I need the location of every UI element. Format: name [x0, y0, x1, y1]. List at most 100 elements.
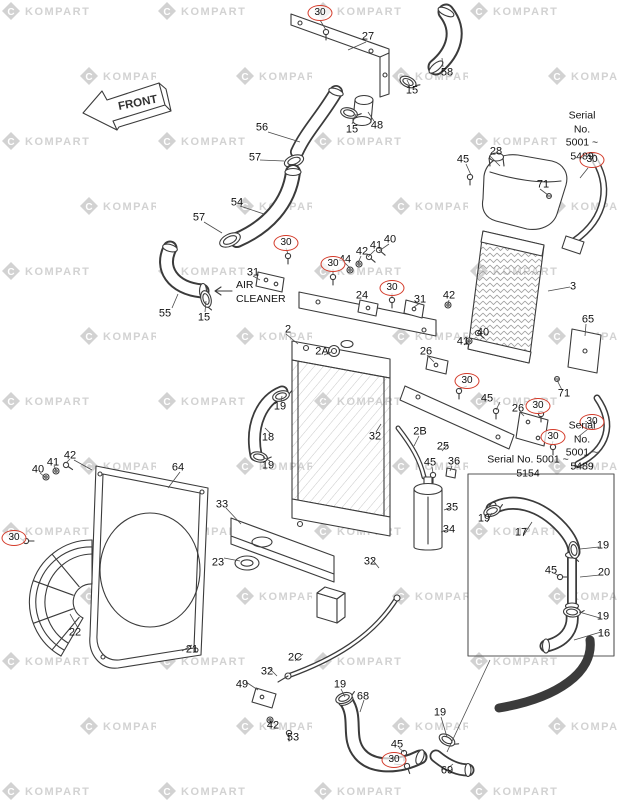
part-callout-45: 45 — [390, 738, 404, 751]
part-callout-42: 42 — [266, 719, 280, 732]
ring-57-lower — [219, 232, 241, 248]
part-callout-42: 42 — [355, 245, 369, 258]
strap-lower — [515, 394, 611, 468]
bracket-49 — [251, 687, 277, 709]
part-callout-41: 41 — [369, 239, 383, 252]
part-callout-19: 19 — [333, 678, 347, 691]
part-callout-34: 34 — [442, 523, 456, 536]
filler-neck-2a — [327, 344, 341, 358]
part-callout-3: 3 — [569, 280, 577, 293]
part-callout-26: 26 — [511, 402, 525, 415]
hose-54 — [229, 164, 302, 248]
part-callout-41: 41 — [46, 456, 60, 469]
part-callout-40: 40 — [383, 233, 397, 246]
bracket-27 — [290, 13, 390, 98]
hose-16 — [539, 607, 579, 654]
part-callout-71: 71 — [557, 387, 571, 400]
bracket-31-right — [403, 299, 425, 319]
fan-guard-22 — [28, 539, 93, 657]
elbow-69 — [429, 749, 475, 778]
part-callout-16: 16 — [597, 627, 611, 640]
serial-note: Serial No. 5001 ~ 5489 — [565, 419, 599, 473]
part-callout-68: 68 — [356, 690, 370, 703]
highlighted-callout-30: 30 — [525, 398, 551, 414]
part-callout-55: 55 — [158, 307, 172, 320]
part-callout-48: 48 — [370, 119, 384, 132]
part-callout-56: 56 — [255, 121, 269, 134]
part-callout-2C: 2C — [287, 651, 303, 664]
part-callout-69: 69 — [440, 764, 454, 777]
part-callout-31: 31 — [413, 293, 427, 306]
part-callout-58: 58 — [440, 66, 454, 79]
part-callout-18: 18 — [261, 431, 275, 444]
part-callout-36: 36 — [447, 455, 461, 468]
pipe-2c — [277, 594, 401, 683]
part-callout-44: 44 — [338, 253, 352, 266]
part-callout-25: 25 — [436, 440, 450, 453]
part-callout-15: 15 — [345, 123, 359, 136]
air-cleaner-arrow-icon — [214, 286, 233, 296]
highlighted-callout-30: 30 — [1, 530, 27, 546]
hose-56 — [290, 85, 344, 159]
bracket-65 — [567, 328, 602, 374]
highlighted-callout-30: 30 — [320, 256, 346, 272]
part-callout-22: 22 — [68, 626, 82, 639]
part-callout-19: 19 — [261, 459, 275, 472]
part-callout-45: 45 — [480, 392, 494, 405]
serial-note: Serial No. 5001 ~ 5154 — [487, 453, 569, 479]
reservoir-28 — [481, 152, 568, 230]
part-callout-65: 65 — [581, 313, 595, 326]
small-box — [316, 586, 346, 624]
part-callout-54: 54 — [230, 196, 244, 209]
part-callout-23: 23 — [211, 556, 225, 569]
part-callout-15: 15 — [197, 311, 211, 324]
part-callout-19: 19 — [596, 539, 610, 552]
bracket-25 — [399, 385, 515, 450]
part-callout-28: 28 — [489, 145, 503, 158]
bracket-26 — [425, 355, 449, 375]
part-callout-19: 19 — [433, 706, 447, 719]
part-callout-45: 45 — [456, 153, 470, 166]
leader-lines — [19, 19, 602, 769]
part-callout-27: 27 — [361, 30, 375, 43]
part-callout-19: 19 — [273, 400, 287, 413]
highlighted-callout-30: 30 — [273, 235, 299, 251]
radiator-2 — [291, 339, 391, 537]
cap-36 — [445, 467, 457, 479]
highlighted-callout-30: 30 — [579, 152, 605, 168]
part-callout-71: 71 — [536, 178, 550, 191]
highlighted-callout-30: 30 — [307, 5, 333, 21]
inset-box — [467, 473, 615, 657]
part-callout-2: 2 — [284, 323, 292, 336]
part-callout-57: 57 — [248, 151, 262, 164]
overflow-bottle — [395, 425, 457, 551]
part-callout-45: 45 — [544, 564, 558, 577]
part-callout-2B: 2B — [413, 425, 427, 438]
highlighted-callout-30: 30 — [379, 280, 405, 296]
part-callout-32: 32 — [260, 665, 274, 678]
part-callout-57: 57 — [192, 211, 206, 224]
part-callout-32: 32 — [363, 555, 377, 568]
part-callout-35: 35 — [445, 501, 459, 514]
hose-swoosh — [494, 635, 595, 713]
part-callout-53: 53 — [286, 731, 300, 744]
part-callout-17: 17 — [514, 526, 528, 539]
part-callout-40: 40 — [476, 326, 490, 339]
part-callout-19: 19 — [596, 610, 610, 623]
part-callout-45: 45 — [423, 456, 437, 469]
part-callout-40: 40 — [31, 463, 45, 476]
part-callout-26: 26 — [419, 345, 433, 358]
bracket-31-left — [255, 271, 285, 293]
highlighted-callout-30: 30 — [454, 373, 480, 389]
air-cleaner-label: AIR CLEANER — [236, 279, 286, 305]
radiator-cap — [340, 339, 354, 349]
part-callout-2A: 2A — [315, 345, 329, 358]
bracket-33 — [230, 517, 335, 583]
grommet-23 — [234, 555, 260, 571]
part-callout-42: 42 — [63, 449, 77, 462]
part-callout-49: 49 — [235, 678, 249, 691]
part-callout-64: 64 — [171, 461, 185, 474]
